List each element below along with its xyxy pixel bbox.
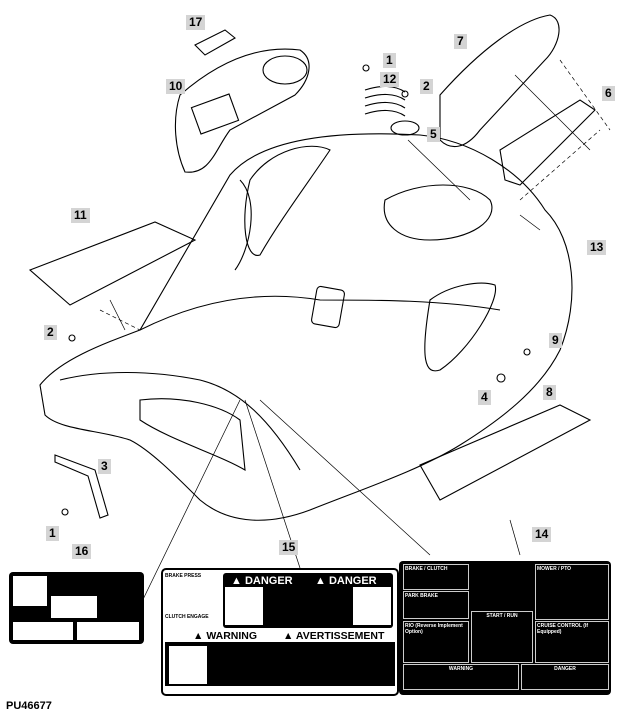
part-11-mat [28,221,197,306]
callout-5: 5 [427,127,440,142]
section-start-run: START / RUN [471,611,533,663]
callout-16: 16 [72,544,92,559]
callout-7: 7 [454,34,467,49]
part-10-console [174,48,310,173]
callout-10: 10 [166,79,186,94]
callout-6: 6 [602,86,615,101]
callout-3: 3 [98,459,111,474]
decal-16 [9,572,144,644]
callout-17: 17 [186,15,206,30]
callout-12: 12 [380,72,400,87]
callout-15: 15 [279,540,299,555]
section-park-brake: PARK BRAKE [403,591,469,619]
danger-fr: DANGER [328,575,377,587]
decal-15: BRAKE PRESS CLUTCH ENGAGE ▲ DANGER ▲ DAN… [161,568,399,696]
fender-deck [39,133,573,521]
warning-en: WARNING [206,630,258,642]
section-brake-clutch: BRAKE / CLUTCH [403,564,469,590]
danger-en: DANGER [244,575,293,587]
callout-1b: 1 [46,526,59,541]
callout-11: 11 [71,208,90,223]
brake-label: BRAKE PRESS [165,573,202,579]
decal-14: BRAKE / CLUTCH PARK BRAKE RIO (Reverse I… [399,561,611,695]
callout-14: 14 [532,527,552,542]
part-8-mat [419,404,592,501]
figure-id: PU46677 [6,700,52,712]
callout-9: 9 [549,333,562,348]
section-rio: RIO (Reverse Implement Option) [403,621,469,663]
callout-2: 2 [420,79,433,94]
callout-2b: 2 [44,325,57,340]
section-danger: DANGER [521,664,609,690]
callout-13: 13 [587,240,607,255]
section-warning: WARNING [403,664,519,690]
callout-4: 4 [478,390,491,405]
section-cruise: CRUISE CONTROL (If Equipped) [535,621,609,663]
callout-8: 8 [543,385,556,400]
callout-1: 1 [383,53,396,68]
section-mower-pto: MOWER / PTO [535,564,609,620]
warning-fr: AVERTISSEMENT [295,630,385,642]
clutch-label: CLUTCH ENGAGE [165,614,209,620]
part-7-cover [439,14,560,148]
